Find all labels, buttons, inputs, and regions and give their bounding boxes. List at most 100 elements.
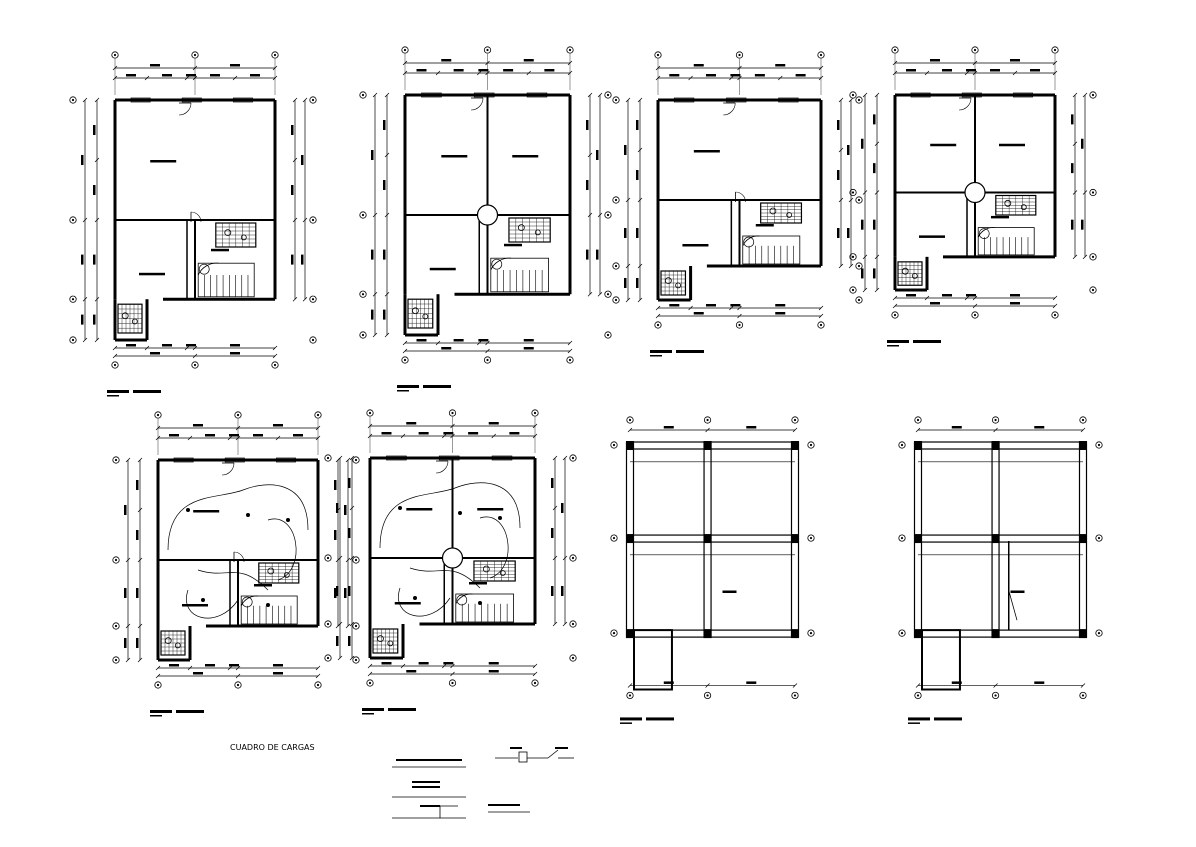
bubble-dot <box>311 338 315 342</box>
bubble-circle <box>1079 416 1087 424</box>
bubble-circle <box>612 296 620 304</box>
grid-axis-bubble-icon <box>855 96 863 104</box>
dimension-label <box>169 664 179 667</box>
stair-outline <box>977 227 1035 256</box>
dimension-tick <box>627 427 633 433</box>
grid-axis-bubble-icon <box>703 416 712 424</box>
grid-axis-bubble-icon <box>604 211 612 219</box>
dimension-tick <box>227 665 233 671</box>
dimension-tick <box>924 70 930 76</box>
bubble-dot <box>114 658 118 662</box>
dimension-label <box>837 170 840 180</box>
bubble-circle <box>566 46 574 54</box>
bubble-circle <box>69 295 77 303</box>
load-table-title: CUADRO DE CARGAS <box>230 743 315 752</box>
grid-axis-bubble-icon <box>604 290 612 298</box>
dimension-label <box>81 314 84 325</box>
dimension-tick <box>367 423 373 429</box>
dimension-label <box>348 586 351 596</box>
bubble-circle <box>807 534 815 542</box>
dimension-label <box>93 314 96 325</box>
dimension-tick <box>818 75 824 81</box>
bathroom-fixtures <box>160 630 186 656</box>
light-point-icon <box>458 511 462 515</box>
toilet-icon <box>412 307 419 315</box>
dimension-tick <box>597 212 603 218</box>
bubble-circle <box>569 554 577 562</box>
grid-axis-bubble-icon <box>111 51 119 59</box>
bubble-circle <box>817 321 825 329</box>
column <box>703 629 712 639</box>
dimension-label <box>334 480 337 490</box>
dimension-tick <box>964 295 970 301</box>
dimension-tick <box>402 340 408 346</box>
bubble-dot <box>656 323 660 327</box>
dimension-tick <box>792 427 798 433</box>
grid-axis-bubble-icon <box>849 253 857 261</box>
dimension-label <box>383 309 386 320</box>
bubble-dot <box>326 622 330 626</box>
sink-icon <box>283 572 290 578</box>
bubble-circle <box>1095 441 1103 449</box>
dimension-tick <box>1072 92 1078 98</box>
grid-axis-bubble-icon <box>891 46 899 54</box>
light-point-icon <box>201 598 205 602</box>
door-arc <box>190 211 202 223</box>
dimension-tick <box>349 555 355 561</box>
dimension-label <box>624 278 627 288</box>
dimension-label <box>775 312 786 315</box>
dimension-tick <box>729 305 734 311</box>
dimension-label <box>443 662 454 665</box>
plan-title-scale <box>887 345 899 347</box>
dimension-tick <box>315 665 321 671</box>
bubble-dot <box>368 411 372 415</box>
bubble-circle <box>483 46 492 54</box>
bubble-dot <box>809 536 813 540</box>
dimension-tick <box>137 557 143 563</box>
dimension-label <box>453 69 464 72</box>
room-label <box>469 582 487 585</box>
bubble-dot <box>451 411 454 415</box>
column <box>991 441 1000 450</box>
bubble-circle <box>604 91 612 99</box>
bubble-dot <box>71 298 75 301</box>
circuit-wire <box>167 484 309 551</box>
bubble-circle <box>309 336 317 344</box>
bubble-dot <box>1081 694 1085 697</box>
bubble-circle <box>891 311 899 319</box>
dimension-tick <box>232 75 238 81</box>
dimension-tick <box>384 291 390 297</box>
dimension-tick <box>345 557 351 563</box>
plan-title-main <box>676 350 704 353</box>
grid-axis-bubble-icon <box>612 262 620 270</box>
window <box>910 92 931 98</box>
bubble-dot <box>354 624 358 628</box>
dimension-label <box>124 588 127 598</box>
bubble-dot <box>606 213 610 217</box>
dimension-label <box>930 302 940 305</box>
grid-axis-bubble-icon <box>566 46 574 54</box>
floor-plans <box>69 46 1103 724</box>
dimension-tick <box>552 455 558 461</box>
dimension-label <box>273 664 283 667</box>
bubble-circle <box>112 556 120 564</box>
bubble-circle <box>352 556 360 564</box>
sink-icon <box>786 212 793 218</box>
spiral-stair-icon <box>490 257 549 293</box>
grid-axis-bubble-icon <box>898 534 906 542</box>
bubble-dot <box>486 48 489 52</box>
bubble-dot <box>326 556 330 560</box>
bubble-circle <box>569 454 577 462</box>
toilet-icon <box>769 207 777 215</box>
grid-axis-bubble-icon <box>309 295 317 303</box>
bubble-circle <box>566 356 574 364</box>
dimension-tick <box>587 291 593 297</box>
grid-axis-bubble-icon <box>271 51 279 59</box>
load-table-legend: CUADRO DE CARGAS <box>230 743 574 819</box>
dimension-tick <box>567 348 573 354</box>
grid-axis-bubble-icon <box>735 51 744 59</box>
plan-title-main <box>934 717 962 721</box>
bubble-dot <box>316 413 320 417</box>
grid-axis-bubble-icon <box>703 691 712 700</box>
window <box>276 457 296 463</box>
